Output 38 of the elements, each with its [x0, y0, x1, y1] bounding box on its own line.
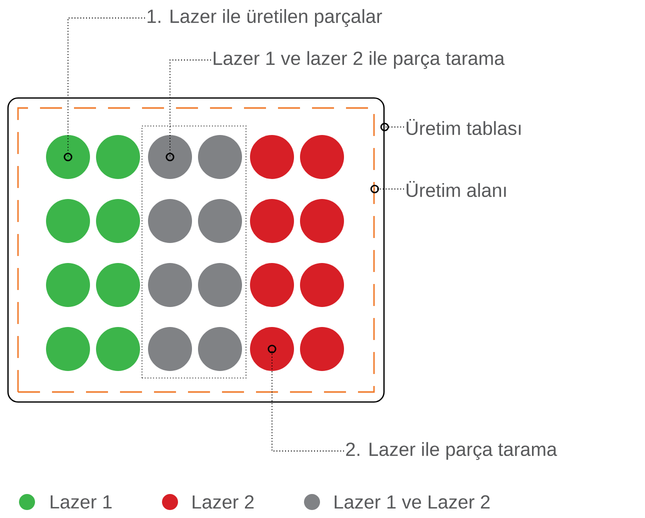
part-circle: [96, 135, 140, 179]
part-circle: [300, 327, 344, 371]
scan-region-box: [142, 126, 246, 378]
part-circle: [46, 263, 90, 307]
part-circle: [148, 327, 192, 371]
part-circle: [198, 135, 242, 179]
part-circle: [198, 327, 242, 371]
part-circle: [198, 199, 242, 243]
leader-line: [268, 344, 344, 452]
legend-label: Lazer 2: [192, 495, 254, 509]
part-circle: [46, 199, 90, 243]
leader-line: [166, 60, 212, 162]
legend-label: Lazer 1 ve Lazer 2: [334, 495, 490, 509]
leader-line: [380, 122, 404, 132]
leader-line: [64, 18, 146, 162]
part-circle: [300, 263, 344, 307]
part-circle: [250, 263, 294, 307]
legend-label: Lazer 1: [50, 495, 112, 509]
leader-line: [370, 184, 404, 194]
part-circle: [250, 327, 294, 371]
part-circle: [148, 135, 192, 179]
part-circle: [250, 199, 294, 243]
part-circle: [300, 199, 344, 243]
part-circle: [250, 135, 294, 179]
callout-text: 2. Lazer ile parça tarama: [346, 442, 558, 460]
part-circle: [46, 135, 90, 179]
part-circle: [148, 199, 192, 243]
callout-text: Üretim alanı: [406, 180, 506, 198]
callout-text: Lazer 1 ve lazer 2 ile parça tarama: [214, 51, 505, 69]
part-circle: [96, 263, 140, 307]
callout-text: Üretim tablası: [406, 118, 521, 136]
part-circle: [148, 263, 192, 307]
part-circle: [198, 263, 242, 307]
part-circle: [96, 199, 140, 243]
part-circle: [96, 327, 140, 371]
callout-text: 1. Lazer ile üretilen parçalar: [148, 9, 382, 27]
part-circle: [300, 135, 344, 179]
part-circle: [46, 327, 90, 371]
